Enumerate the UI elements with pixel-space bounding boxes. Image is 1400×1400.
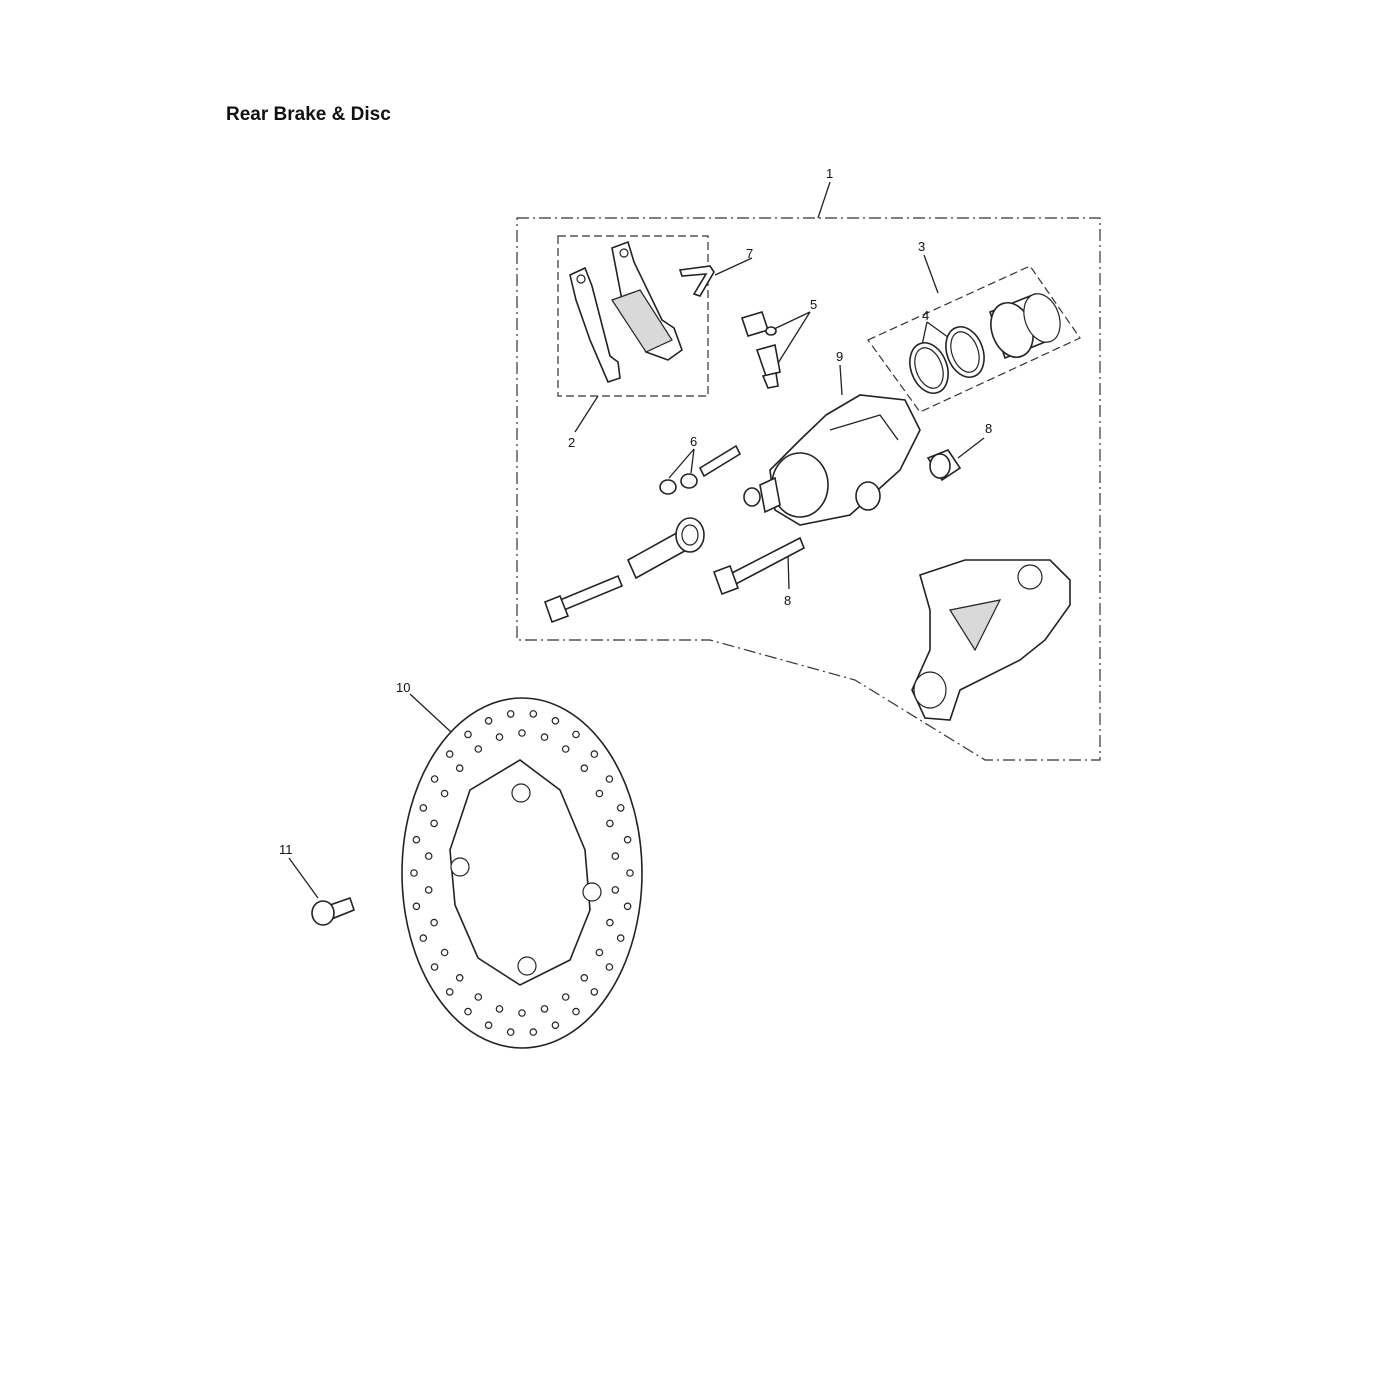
disc-vent-hole [412, 835, 421, 844]
disc-vent-hole [572, 1007, 580, 1016]
disc-vent-hole [445, 750, 454, 758]
disc-vent-hole [464, 730, 472, 739]
disc-vent-hole [626, 869, 634, 877]
disc-vent-hole [616, 934, 625, 942]
callout-8-bottom: 8 [784, 593, 791, 608]
disc-vent-hole [440, 789, 449, 798]
callout-1: 1 [826, 166, 833, 181]
disc-vent-hole [445, 988, 454, 996]
disc-vent-hole [495, 1005, 504, 1013]
bleed-nipple [740, 311, 781, 389]
callout-labels: 1 2 3 4 5 6 7 8 8 9 10 11 [279, 166, 992, 857]
disc-vent-hole [611, 886, 620, 894]
disc-vent-hole [606, 918, 614, 927]
disc-vent-hole [484, 1021, 493, 1029]
disc-vent-hole [474, 745, 483, 753]
disc-vent-hole [518, 1009, 526, 1017]
callout-3: 3 [918, 239, 925, 254]
callout-2: 2 [568, 435, 575, 450]
disc-vent-holes [410, 710, 634, 1036]
disc-vent-hole [595, 948, 604, 957]
callout-6: 6 [690, 434, 697, 449]
disc-vent-hole [529, 710, 538, 718]
caliper-body [743, 394, 921, 526]
disc-vent-hole [419, 934, 428, 942]
callout-8-top: 8 [985, 421, 992, 436]
disc-vent-hole [561, 993, 570, 1001]
callout-5: 5 [810, 297, 817, 312]
sleeves-and-bolts [543, 517, 806, 624]
disc-vent-hole [440, 948, 449, 957]
callout-4: 4 [922, 308, 929, 323]
disc-vent-hole [506, 1028, 515, 1036]
disc-vent-hole [529, 1028, 538, 1036]
disc-vent-hole [580, 973, 589, 982]
slide-pin-and-seals [659, 444, 742, 495]
disc-vent-hole [495, 733, 504, 741]
piston-and-seals [909, 292, 1061, 394]
callout-10: 10 [396, 680, 410, 695]
disc-vent-hole [430, 819, 438, 828]
disc-vent-hole [506, 710, 515, 718]
disc-vent-hole [572, 730, 580, 739]
disc-vent-hole [605, 963, 614, 971]
brake-disc [401, 697, 643, 1049]
disc-vent-hole [616, 804, 625, 812]
disc-vent-hole [412, 902, 421, 911]
disc-vent-hole [518, 729, 526, 737]
slide-bushing [926, 449, 962, 482]
disc-vent-hole [605, 775, 614, 783]
disc-bolt [311, 896, 355, 926]
disc-vent-hole [540, 733, 549, 741]
disc-vent-hole [410, 869, 418, 877]
disc-vent-hole [474, 993, 483, 1001]
disc-vent-hole [611, 852, 620, 860]
disc-vent-hole [623, 835, 632, 844]
disc-vent-hole [464, 1007, 472, 1016]
disc-vent-hole [424, 886, 433, 894]
disc-vent-hole [623, 902, 632, 911]
brake-pads [569, 240, 683, 383]
disc-vent-hole [540, 1005, 549, 1013]
disc-vent-hole [455, 764, 464, 773]
disc-vent-hole [455, 973, 464, 982]
callout-7: 7 [746, 246, 753, 261]
disc-vent-hole [551, 716, 560, 725]
disc-vent-hole [590, 750, 599, 758]
disc-vent-hole [551, 1021, 560, 1029]
disc-vent-hole [430, 918, 438, 927]
piston-kit-outline [867, 265, 1081, 413]
disc-vent-hole [419, 804, 428, 812]
disc-vent-hole [580, 764, 589, 773]
disc-vent-hole [595, 789, 604, 798]
disc-vent-hole [430, 963, 439, 971]
leader-lines [288, 181, 985, 899]
disc-vent-hole [606, 819, 614, 828]
disc-vent-hole [561, 745, 570, 753]
pad-kit-outline [557, 235, 709, 397]
pad-clip [678, 265, 715, 297]
disc-vent-hole [430, 775, 439, 783]
disc-vent-hole [484, 716, 493, 725]
page-title: Rear Brake & Disc [226, 104, 391, 125]
disc-vent-hole [424, 852, 433, 860]
callout-11: 11 [279, 842, 293, 857]
callout-9: 9 [836, 349, 843, 364]
caliper-assembly-outline [516, 217, 1101, 761]
disc-vent-hole [590, 988, 599, 996]
caliper-bracket [911, 559, 1071, 721]
